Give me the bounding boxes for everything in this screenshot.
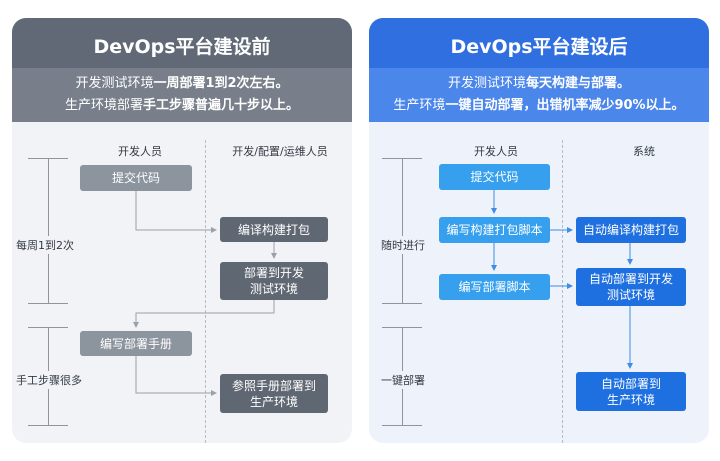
after-timeline-label-1: 随时进行 xyxy=(381,236,425,254)
before-column-divider xyxy=(205,140,206,443)
after-box-auto-prod-line1: 自动部署到 xyxy=(600,376,661,391)
after-box-auto-prod: 自动部署到 生产环境 xyxy=(576,372,686,411)
after-title: DevOps平台建设后 xyxy=(450,36,628,58)
after-box-commit: 提交代码 xyxy=(439,164,550,190)
before-col-dev: 开发人员 xyxy=(118,145,162,158)
before-box-manual: 编写部署手册 xyxy=(80,331,192,356)
after-box-auto-test: 自动部署到开发 测试环境 xyxy=(576,268,686,306)
after-box-auto-build: 自动编译构建打包 xyxy=(576,217,686,243)
after-box-deploy-script: 编写部署脚本 xyxy=(439,274,550,300)
before-box-deploy-prod-line2: 生产环境 xyxy=(249,394,298,409)
before-col-ops: 开发/配置/运维人员 xyxy=(232,145,328,158)
before-desc-line1: 开发测试环境一周部署1到2次左右。 xyxy=(75,76,289,91)
after-description: 开发测试环境每天构建与部署。 生产环境一键自动部署，出错机率减少90%以上。 xyxy=(369,68,709,122)
before-panel: DevOps平台建设前 开发测试环境一周部署1到2次左右。 生产环境部署手工步骤… xyxy=(12,18,352,443)
before-box-build: 编译构建打包 xyxy=(220,217,328,242)
after-desc-line1: 开发测试环境每天构建与部署。 xyxy=(447,76,631,91)
before-box-deploy-test-line1: 部署到开发 xyxy=(243,266,304,280)
before-box-deploy-test: 部署到开发 测试环境 xyxy=(220,262,328,300)
before-box-deploy-prod: 参照手册部署到 生产环境 xyxy=(220,374,328,413)
before-box-commit: 提交代码 xyxy=(80,165,192,191)
before-arrow-commit-build xyxy=(135,191,217,233)
after-timeline-tick-mid1 xyxy=(382,303,422,304)
after-col-sys: 系统 xyxy=(633,145,655,158)
before-description: 开发测试环境一周部署1到2次左右。 生产环境部署手工步骤普遍几十步以上。 xyxy=(12,68,352,122)
after-col-dev: 开发人员 xyxy=(474,145,518,158)
before-timeline-tick-bottom xyxy=(28,425,68,426)
before-timeline-tick-mid1 xyxy=(28,303,68,304)
after-timeline-label-2: 一键部署 xyxy=(381,371,425,389)
after-timeline-line-1 xyxy=(402,158,403,303)
after-column-divider xyxy=(562,140,563,443)
after-panel: DevOps平台建设后 开发测试环境每天构建与部署。 生产环境一键自动部署，出错… xyxy=(369,18,709,443)
before-arrow-manual-prod xyxy=(135,356,217,396)
after-box-auto-prod-line2: 生产环境 xyxy=(606,392,655,407)
before-box-deploy-prod-line1: 参照手册部署到 xyxy=(231,378,316,393)
before-timeline-tick-top xyxy=(28,158,68,159)
after-box-build-script: 编写构建打包脚本 xyxy=(439,217,550,243)
before-timeline-label-1: 每周1到2次 xyxy=(16,236,74,254)
after-desc-line2: 生产环境一键自动部署，出错机率减少90%以上。 xyxy=(393,98,685,113)
before-timeline-label-2: 手工步骤很多 xyxy=(16,371,82,389)
before-desc-line2: 生产环境部署手工步骤普遍几十步以上。 xyxy=(64,98,300,113)
after-box-auto-test-line1: 自动部署到开发 xyxy=(588,272,673,286)
after-timeline-tick-top xyxy=(382,158,422,159)
before-timeline-line-1 xyxy=(48,158,49,303)
after-box-auto-test-line2: 测试环境 xyxy=(606,288,655,302)
before-title: DevOps平台建设前 xyxy=(93,36,271,58)
after-timeline-tick-bottom xyxy=(382,425,422,426)
before-box-deploy-test-line2: 测试环境 xyxy=(249,282,298,296)
